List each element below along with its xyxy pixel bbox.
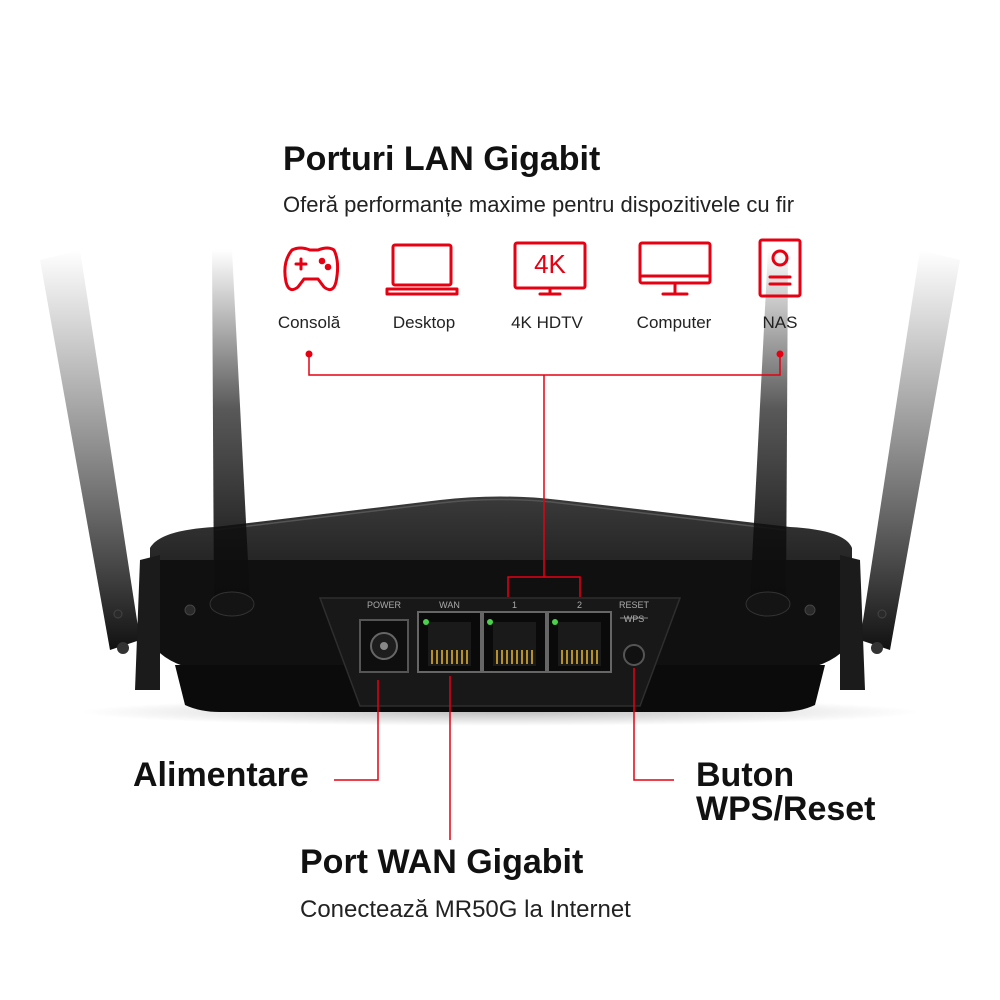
nas-icon: [758, 238, 802, 298]
lan-ports-title: Porturi LAN Gigabit: [283, 140, 601, 178]
port-label-lan2: 2: [576, 600, 582, 610]
callout-wps-line2: WPS/Reset: [696, 790, 876, 828]
callout-wps-line1: Buton: [696, 756, 795, 794]
callout-lines: [308, 355, 781, 840]
device-label-desktop: Desktop: [392, 313, 456, 332]
lan-ports-subtitle: Oferă performanțe maxime pentru dispozit…: [283, 192, 795, 217]
device-label-nas: NAS: [762, 313, 798, 332]
callout-dots: [305, 350, 784, 358]
monitor-icon: [638, 241, 712, 296]
antenna-inner-left: [209, 250, 255, 617]
tv-4k-icon: [513, 241, 587, 296]
power-jack: [359, 619, 409, 673]
port-label-power: POWER: [366, 600, 401, 610]
wan-port: [417, 611, 482, 673]
laptop-icon: [385, 243, 459, 296]
antenna-outer-right: [860, 250, 960, 654]
lan-port-2: [547, 611, 612, 673]
device-label-computer: Computer: [636, 313, 712, 332]
device-label-hdtv: 4K HDTV: [511, 313, 583, 332]
port-label-reset: RESET: [618, 600, 649, 610]
gamepad-icon: [283, 246, 340, 292]
callout-wan-subtitle: Conectează MR50G la Internet: [300, 896, 631, 923]
wps-reset-button: [623, 644, 645, 666]
lan-port-1: [482, 611, 547, 673]
tv-4k-badge: 4K: [534, 249, 566, 279]
port-label-wps: WPS: [623, 614, 645, 624]
port-label-wan: WAN: [439, 600, 460, 610]
antenna-outer-left: [40, 250, 140, 654]
callout-power: Alimentare: [133, 756, 309, 794]
antenna-inner-right: [745, 250, 791, 617]
device-label-console: Consolă: [277, 313, 341, 332]
port-label-lan1: 1: [511, 600, 517, 610]
callout-wan-title: Port WAN Gigabit: [300, 843, 584, 881]
